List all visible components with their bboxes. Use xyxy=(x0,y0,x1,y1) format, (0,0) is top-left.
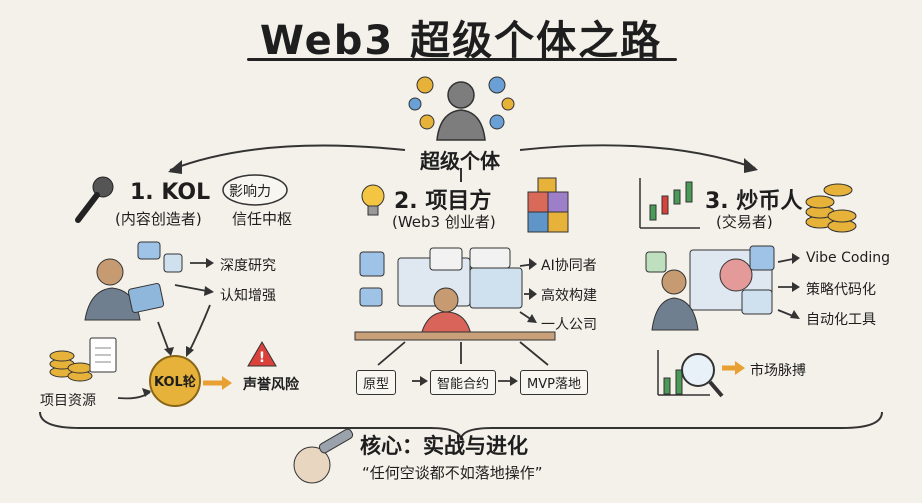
warning-icon xyxy=(247,341,277,367)
kol-coin-icon xyxy=(149,355,201,407)
title-underline xyxy=(247,58,677,61)
wrench-hand-icon xyxy=(293,428,354,484)
magnifier-chart-icon xyxy=(657,350,724,398)
market-pulse-label: 市场脉搏 xyxy=(750,363,806,379)
center-label: 超级个体 xyxy=(420,149,500,173)
arrow-to-kol xyxy=(169,144,406,171)
developer-workstation-icon xyxy=(354,247,556,341)
builder-subtitle: (Web3 创业者) xyxy=(392,213,496,231)
ai-icon xyxy=(137,241,161,260)
lightbulb-icon xyxy=(361,184,385,216)
influence-label: 影响力 xyxy=(229,184,271,200)
trader-trait: 策略代码化 xyxy=(806,282,876,298)
trader-subtitle: (交易者) xyxy=(716,213,773,231)
flow-step-mvp: MVP落地 xyxy=(520,370,588,395)
trader-trait: 自动化工具 xyxy=(806,312,876,328)
kol-subtitle: (内容创造者) xyxy=(115,210,202,228)
coin-stack-icon xyxy=(49,350,93,382)
builder-heading: 2. 项目方 xyxy=(394,189,492,214)
kol-activity: 深度研究 xyxy=(220,258,276,274)
project-resources-label: 项目资源 xyxy=(40,393,96,409)
candlestick-chart-icon xyxy=(639,178,700,229)
settings-icon xyxy=(163,253,183,273)
svg-text:!: ! xyxy=(259,350,265,366)
trader-trait: Vibe Coding xyxy=(806,250,890,266)
microphone-icon xyxy=(75,176,114,223)
builder-trait: AI协同者 xyxy=(541,258,597,274)
influence-bubble xyxy=(222,174,288,206)
core-title: 核心：实战与进化 xyxy=(360,434,528,458)
gear-icon xyxy=(416,76,434,94)
arrow-head-trader xyxy=(744,158,758,173)
bottom-brace xyxy=(39,411,883,441)
flow-step-smart-contract: 智能合约 xyxy=(430,370,497,395)
coin-stack-icon xyxy=(805,183,857,233)
builder-trait: 一人公司 xyxy=(541,317,597,333)
kol-heading: 1. KOL xyxy=(130,180,211,205)
super-individual-icon xyxy=(408,76,515,141)
page-title: Web3 超级个体之路 xyxy=(259,18,663,64)
flow-step-prototype: 原型 xyxy=(356,370,397,395)
reputation-risk-label: 声誉风险 xyxy=(243,377,299,393)
arrow-to-trader xyxy=(519,144,756,169)
blocks-icon xyxy=(527,177,569,233)
kol-coin-label: KOL轮 xyxy=(154,375,196,390)
builder-trait: 高效构建 xyxy=(541,288,597,304)
trader-workstation-icon xyxy=(645,245,775,331)
core-quote: “任何空谈都不如落地操作” xyxy=(362,464,543,482)
kol-person-icon xyxy=(84,258,165,321)
trust-label: 信任中枢 xyxy=(232,210,293,228)
trader-heading: 3. 炒币人 xyxy=(705,189,803,214)
kol-activity: 认知增强 xyxy=(220,288,276,304)
arrow-head-kol xyxy=(168,160,182,174)
